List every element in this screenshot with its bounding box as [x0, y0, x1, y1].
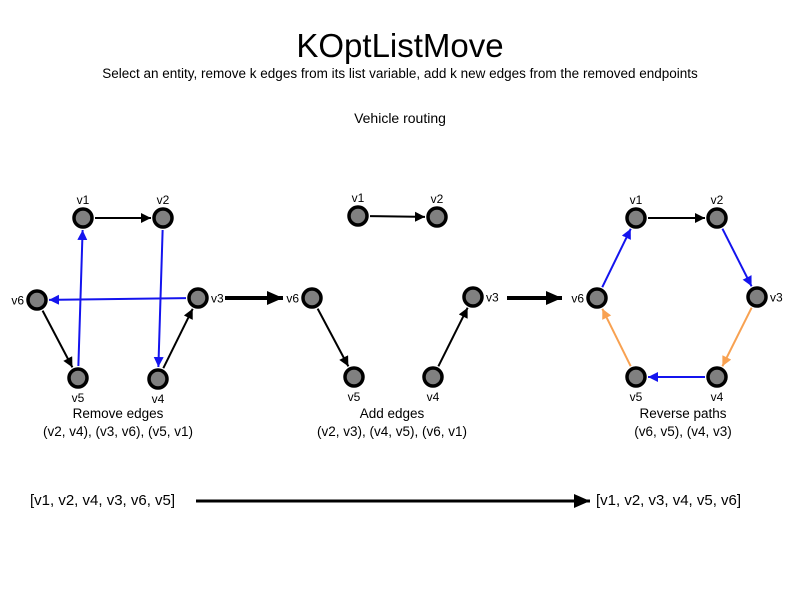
- caption-add-edges: Add edges (v2, v3), (v4, v5), (v6, v1): [317, 405, 467, 441]
- edge-v6-v5: [41, 310, 74, 368]
- node-label-reverse-paths-v2: v2: [711, 193, 724, 207]
- caption-reverse-paths: Reverse paths (v6, v5), (v4, v3): [634, 405, 732, 441]
- caption-remove-edges: Remove edges (v2, v4), (v3, v6), (v5, v1…: [43, 405, 193, 441]
- node-label-remove-edges-v1: v1: [77, 193, 90, 207]
- node-label-remove-edges-v5: v5: [72, 391, 85, 405]
- node-add-edges-v2: [426, 206, 448, 228]
- page-title: KOptListMove: [296, 27, 504, 64]
- caption-reverse-paths-title: Reverse paths: [639, 406, 727, 421]
- node-reverse-paths-v2: [706, 207, 728, 229]
- caption-add-edges-title: Add edges: [359, 406, 425, 421]
- node-reverse-paths-v3: [746, 286, 768, 308]
- edge-v5-v1: [77, 229, 88, 367]
- node-add-edges-v5: [343, 366, 365, 388]
- node-label-remove-edges-v2: v2: [157, 193, 170, 207]
- context-label: Vehicle routing: [354, 110, 446, 126]
- node-reverse-paths-v4: [706, 366, 728, 388]
- caption-remove-edges-list: (v2, v4), (v3, v6), (v5, v1): [42, 424, 194, 439]
- node-label-remove-edges-v4: v4: [152, 392, 165, 406]
- node-add-edges-v6: [301, 287, 323, 309]
- graph-add-edges: v1 v2 v6 v3 v5 v4: [286, 191, 499, 404]
- node-add-edges-v3: [462, 286, 484, 308]
- edge-v3-v6: [48, 294, 187, 305]
- node-label-add-edges-v1: v1: [352, 191, 365, 205]
- node-remove-edges-v2: [152, 207, 174, 229]
- node-remove-edges-v4: [147, 368, 169, 390]
- graph-remove-edges: v1 v2 v6 v3 v5 v4: [11, 193, 224, 406]
- node-remove-edges-v3: [187, 287, 209, 309]
- list-value-after: [v1, v2, v3, v4, v5, v6]: [596, 492, 742, 509]
- graph-reverse-paths: v1 v2 v6 v3 v5 v4: [571, 193, 783, 404]
- list-value-before: [v1, v2, v4, v3, v6, v5]: [30, 492, 176, 509]
- edge-v6-v1: [601, 228, 632, 288]
- node-label-add-edges-v2: v2: [431, 192, 444, 206]
- node-reverse-paths-v5: [625, 366, 647, 388]
- node-label-remove-edges-v6: v6: [11, 294, 24, 308]
- node-remove-edges-v5: [67, 367, 89, 389]
- edge-v6-v5: [316, 308, 350, 367]
- edge-v2-v3: [721, 228, 753, 287]
- node-remove-edges-v1: [72, 207, 94, 229]
- page-subtitle: Select an entity, remove k edges from it…: [102, 66, 698, 81]
- node-reverse-paths-v1: [625, 207, 647, 229]
- node-label-reverse-paths-v1: v1: [630, 193, 643, 207]
- node-label-remove-edges-v3: v3: [211, 292, 224, 306]
- node-label-add-edges-v5: v5: [348, 390, 361, 404]
- node-label-reverse-paths-v5: v5: [630, 390, 643, 404]
- edge-v3-v4: [721, 307, 753, 367]
- node-add-edges-v1: [347, 205, 369, 227]
- node-label-reverse-paths-v4: v4: [711, 390, 724, 404]
- node-label-add-edges-v3: v3: [486, 291, 499, 305]
- node-add-edges-v4: [422, 366, 444, 388]
- edge-v1-v2: [369, 211, 426, 222]
- node-label-add-edges-v6: v6: [286, 292, 299, 306]
- node-label-add-edges-v4: v4: [427, 390, 440, 404]
- caption-reverse-paths-list: (v6, v5), (v4, v3): [634, 424, 732, 439]
- node-label-reverse-paths-v3: v3: [770, 291, 783, 305]
- node-remove-edges-v6: [26, 289, 48, 311]
- caption-remove-edges-title: Remove edges: [72, 406, 164, 421]
- edge-v4-v3: [437, 307, 469, 367]
- caption-add-edges-list: (v2, v3), (v4, v5), (v6, v1): [316, 424, 468, 439]
- node-label-reverse-paths-v6: v6: [571, 292, 584, 306]
- node-reverse-paths-v6: [586, 287, 608, 309]
- edge-v4-v3: [162, 308, 194, 369]
- edge-v5-v6: [601, 308, 632, 367]
